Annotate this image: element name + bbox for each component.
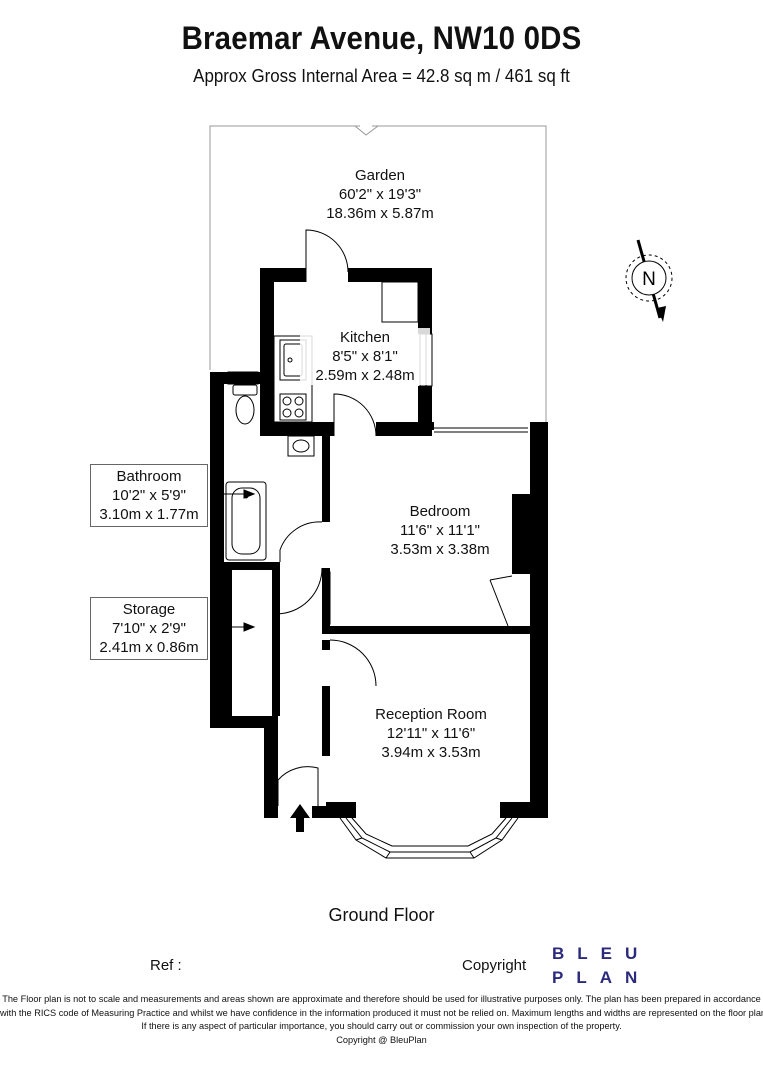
bathroom-name: Bathroom bbox=[116, 468, 182, 485]
entrance-arrow bbox=[290, 804, 310, 832]
logo-line-1: BLEU bbox=[552, 944, 651, 963]
bathroom-metric: 3.10m x 1.77m bbox=[99, 506, 199, 523]
bathroom-callout: Bathroom 10'2" x 5'9" 3.10m x 1.77m bbox=[90, 464, 208, 527]
storage-metric: 2.41m x 0.86m bbox=[99, 639, 199, 656]
floor-label: Ground Floor bbox=[328, 905, 435, 925]
garden-label: Garden 60'2" x 19'3" 18.36m x 5.87m bbox=[300, 166, 460, 223]
door-swings bbox=[275, 229, 513, 806]
disclaimer-line: The Floor plan is not to scale and measu… bbox=[2, 994, 761, 1004]
reception-name: Reception Room bbox=[375, 706, 487, 723]
garden-outline bbox=[209, 125, 547, 422]
storage-name: Storage bbox=[122, 601, 176, 618]
bedroom-metric: 3.53m x 3.38m bbox=[390, 541, 490, 558]
reception-imperial: 12'11" x 11'6" bbox=[386, 725, 476, 742]
storage-callout: Storage 7'10" x 2'9" 2.41m x 0.86m bbox=[90, 597, 208, 660]
bedroom-label: Bedroom 11'6" x 11'1" 3.53m x 3.38m bbox=[365, 502, 515, 559]
callout-arrows bbox=[212, 489, 256, 632]
disclaimer: The Floor plan is not to scale and measu… bbox=[0, 993, 763, 1047]
walls bbox=[210, 268, 548, 818]
kitchen-imperial: 8'5" x 8'1" bbox=[332, 348, 398, 365]
garden-imperial: 60'2" x 19'3" bbox=[338, 186, 422, 203]
compass-icon bbox=[625, 239, 673, 322]
bay-window bbox=[339, 817, 519, 859]
garden-metric: 18.36m x 5.87m bbox=[326, 205, 434, 222]
storage-imperial: 7'10" x 2'9" bbox=[112, 620, 186, 637]
bleuplan-logo: BLEU PLAN bbox=[552, 942, 642, 990]
internal-walls bbox=[224, 436, 532, 756]
disclaimer-line: with the RICS code of Measuring Practice… bbox=[0, 1007, 763, 1018]
copyright-label: Copyright bbox=[462, 957, 527, 974]
compass-label: N bbox=[642, 269, 656, 290]
area-subtitle: Approx Gross Internal Area = 42.8 sq m /… bbox=[193, 66, 570, 86]
bathroom-imperial: 10'2" x 5'9" bbox=[112, 487, 186, 504]
bedroom-name: Bedroom bbox=[409, 503, 471, 520]
reception-metric: 3.94m x 3.53m bbox=[381, 744, 481, 761]
kitchen-metric: 2.59m x 2.48m bbox=[315, 367, 415, 384]
page-title: Braemar Avenue, NW10 0DS bbox=[181, 20, 582, 56]
reception-label: Reception Room 12'11" x 11'6" 3.94m x 3.… bbox=[356, 705, 506, 762]
kitchen-label: Kitchen 8'5" x 8'1" 2.59m x 2.48m bbox=[300, 328, 430, 385]
ref-label: Ref : bbox=[150, 957, 182, 974]
disclaimer-line: If there is any aspect of particular imp… bbox=[141, 1021, 622, 1031]
logo-line-2: PLAN bbox=[552, 968, 651, 987]
kitchen-name: Kitchen bbox=[339, 329, 391, 346]
bedroom-imperial: 11'6" x 11'1" bbox=[399, 522, 481, 539]
disclaimer-line: Copyright @ BleuPlan bbox=[336, 1034, 427, 1045]
garden-name: Garden bbox=[354, 167, 406, 184]
